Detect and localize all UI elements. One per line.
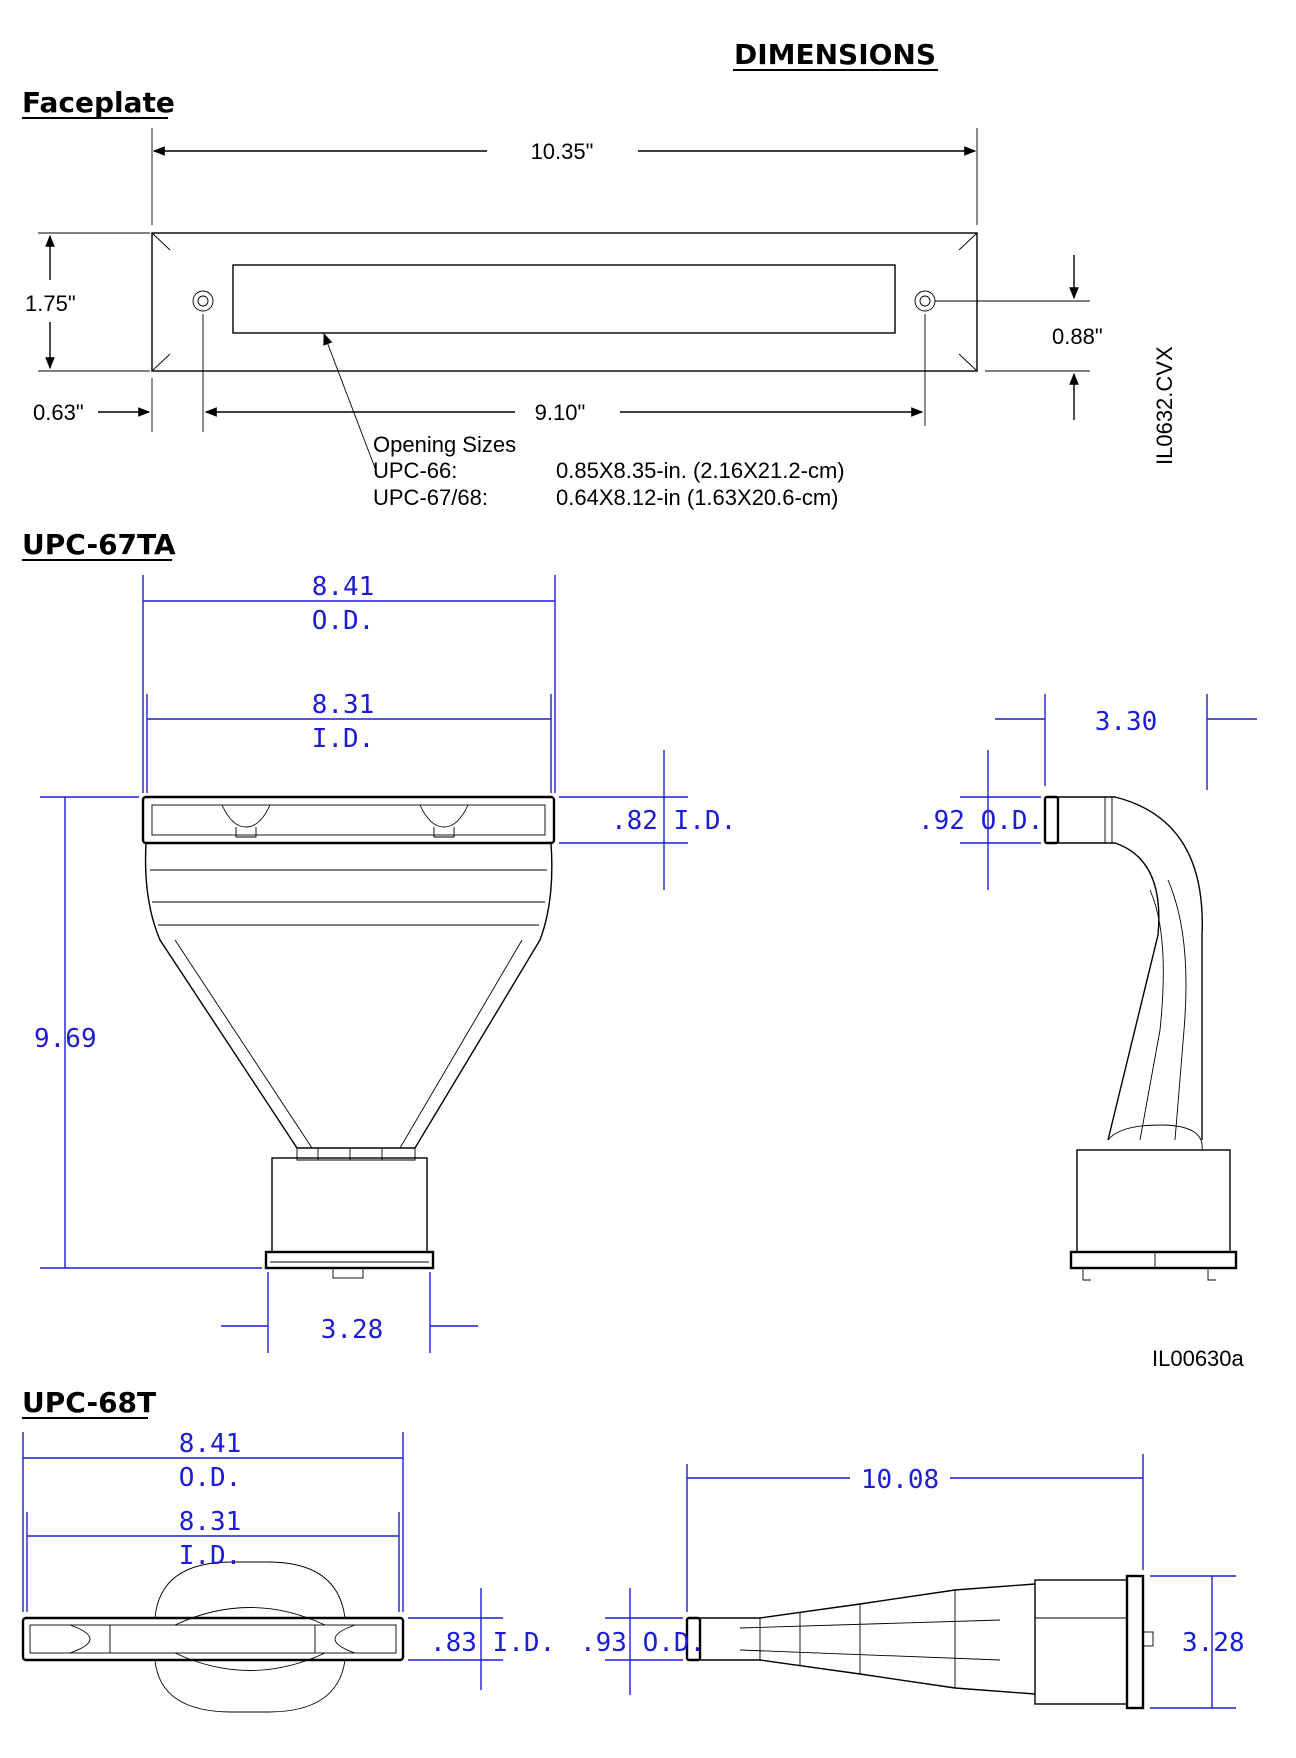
upc68t-side-tube <box>700 1583 1036 1695</box>
faceplate-bevel-br <box>958 353 978 372</box>
upc67ta-side-od-label: .92 O.D. <box>918 806 1043 836</box>
upc67ta-side-elbow-inner <box>1058 842 1160 1141</box>
upc67ta-front-neck <box>296 1148 416 1161</box>
faceplate-bevel-tr <box>958 232 978 251</box>
upc68t-id-value: 8.31 <box>179 1507 242 1537</box>
upc68t-front-rim-inner <box>29 1624 397 1654</box>
upc67ta-front-rim-inner <box>151 804 546 836</box>
upc67ta-side-base-flange <box>1069 1250 1238 1270</box>
upc67ta-front-inner-taper-left <box>174 939 313 1149</box>
upc68t-od-value: 8.41 <box>179 1429 242 1459</box>
upc68t-id-label: I.D. <box>179 1541 242 1571</box>
upc67ta-side-taper-2 <box>1167 879 1187 1141</box>
upc67ta-side-taper-1 <box>1139 889 1164 1141</box>
upc67ta-id-value: 8.31 <box>312 690 375 720</box>
upc68t-base-height-label: 3.28 <box>1182 1628 1245 1658</box>
faceplate-drawing-id: IL0632.CVX <box>1152 346 1177 465</box>
upc68t-heading: UPC-68T <box>22 1386 156 1419</box>
upc68t-side-base-flange-tab <box>1142 1631 1154 1647</box>
upc68t-side-base <box>1034 1579 1128 1705</box>
upc67ta-front-clip-right <box>419 804 469 838</box>
upc67ta-base-width-label: 3.28 <box>321 1315 384 1345</box>
opening-size-6768: 0.64X8.12-in (1.63X20.6-cm) <box>556 485 839 510</box>
upc67ta-drawing-id: IL00630a <box>1152 1346 1245 1371</box>
faceplate-width-label: 10.35" <box>531 139 594 164</box>
upc68t-od-label: O.D. <box>179 1463 242 1493</box>
upc67ta-side-nozzle-cap <box>1043 795 1060 845</box>
upc67ta-front-inner-taper-right <box>399 939 523 1149</box>
upc68t-side-nozzle <box>685 1616 702 1662</box>
faceplate-bevel-bl <box>151 353 171 372</box>
upc67ta-od-label: O.D. <box>312 606 375 636</box>
faceplate-opening <box>232 264 896 334</box>
faceplate-outline <box>151 232 978 372</box>
faceplate-heading: Faceplate <box>22 86 175 119</box>
upc67ta-front-base <box>271 1157 428 1253</box>
faceplate-hole-spacing-label: 9.10" <box>535 400 586 425</box>
opening-model-6768: UPC-67/68: <box>373 485 488 510</box>
upc67ta-front-funnel <box>144 842 553 1149</box>
faceplate-hole-offset-label: 0.63" <box>33 400 84 425</box>
upc68t-front-rim <box>21 1616 405 1662</box>
upc68t-side-base-flange <box>1125 1574 1145 1710</box>
upc67ta-height-label: 9.69 <box>34 1024 97 1054</box>
faceplate-section: Faceplate 10.35" 1.75" 0.88" <box>22 86 1177 510</box>
upc67ta-heading: UPC-67TA <box>22 528 176 561</box>
faceplate-opening-height-label: 0.88" <box>1052 324 1103 349</box>
upc67ta-front-clip-left <box>221 804 271 838</box>
upc67ta-front-base-flange <box>264 1250 435 1270</box>
opening-sizes-title: Opening Sizes <box>373 432 516 457</box>
upc67ta-side-elbow-outer <box>1058 796 1203 1140</box>
upc68t-side-tube-bands <box>739 1590 1001 1688</box>
upc68t-front-bulb <box>154 1561 346 1713</box>
upc67ta-side-neck <box>1107 1124 1203 1151</box>
faceplate-bevel-tl <box>151 232 171 251</box>
faceplate-screw-hole-left-inner <box>197 295 209 307</box>
upc68t-section: UPC-68T 8.41 O.D. 8.31 I.D. .83 I.D. <box>21 1386 1245 1713</box>
upc67ta-side-base-pins <box>1082 1268 1216 1281</box>
upc67ta-front-rim <box>141 795 556 845</box>
upc68t-slot-id-label: .83 I.D. <box>430 1628 555 1658</box>
upc67ta-side-depth-label: 3.30 <box>1095 707 1158 737</box>
upc68t-front-lobes <box>69 1607 356 1671</box>
upc67ta-side-base <box>1076 1149 1231 1253</box>
faceplate-height-label: 1.75" <box>25 291 76 316</box>
opening-size-66: 0.85X8.35-in. (2.16X21.2-cm) <box>556 458 845 483</box>
upc67ta-id-label: I.D. <box>312 724 375 754</box>
upc68t-side-od-label: .93 O.D. <box>580 1628 705 1658</box>
opening-leader <box>323 332 376 469</box>
upc67ta-od-value: 8.41 <box>312 572 375 602</box>
upc67ta-front-base-tab <box>332 1267 364 1279</box>
opening-model-66: UPC-66: <box>373 458 457 483</box>
page-title: DIMENSIONS <box>734 38 936 71</box>
upc68t-length-label: 10.08 <box>861 1465 939 1495</box>
faceplate-screw-hole-right <box>914 290 936 312</box>
upc67ta-slot-id-label: .82 I.D. <box>611 806 736 836</box>
faceplate-screw-hole-left <box>192 290 214 312</box>
upc67ta-section: UPC-67TA 8.41 O.D. 8.31 I.D. .82 I.D. <box>22 528 1257 1371</box>
faceplate-screw-hole-right-inner <box>919 295 931 307</box>
